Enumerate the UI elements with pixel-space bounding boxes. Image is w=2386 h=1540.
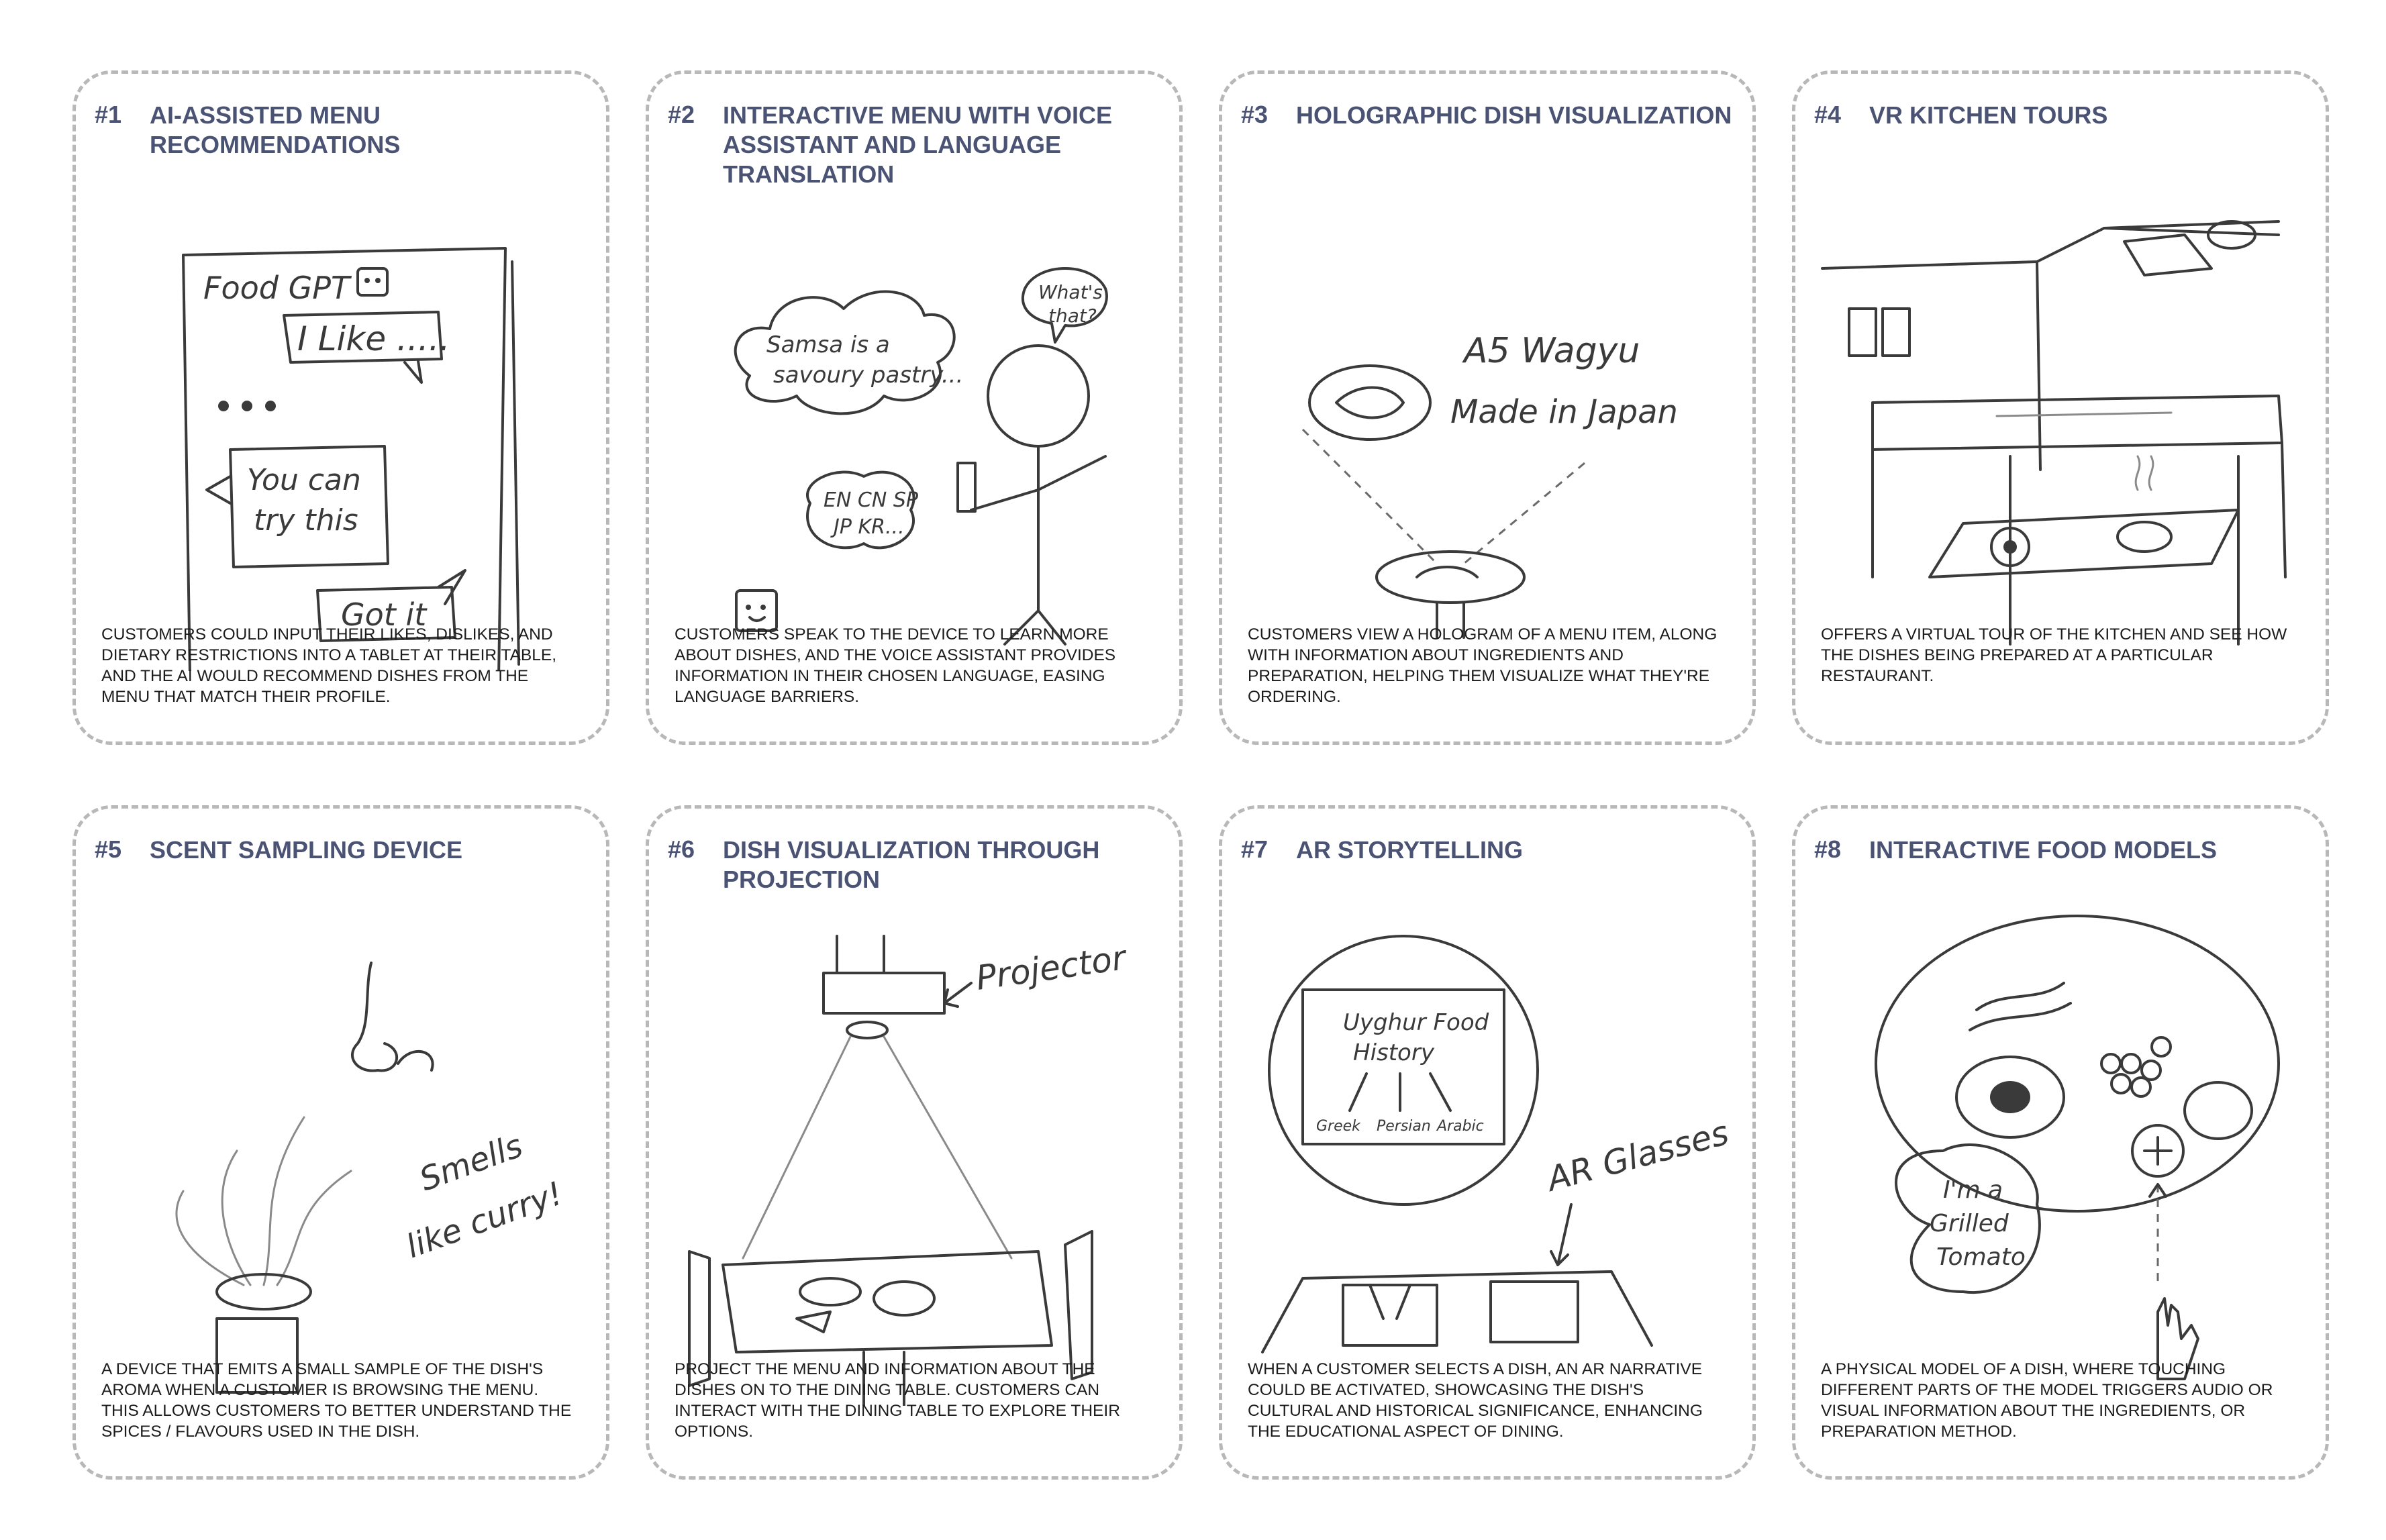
concept-card-3: #3 HOLOGRAPHIC DISH VISUALIZATION A5 Wag… [1219,70,1756,745]
ar-glasses-frame [1261,1270,1653,1353]
sketch-label: Made in Japan [1450,393,1678,431]
nose [350,962,399,1072]
card-number: #5 [95,835,122,863]
sketch-label: Smells [415,1127,528,1198]
concept-card-8: #8 INTERACTIVE FOOD MODELS I'm a Grilled… [1792,805,2329,1480]
card-title: SCENT SAMPLING DEVICE [150,836,463,864]
card-number: #6 [668,835,695,863]
sketch-label: Got it [341,597,428,633]
sketch-label: A5 Wagyu [1462,331,1640,371]
card-description: CUSTOMERS SPEAK TO THE DEVICE TO LEARN M… [675,625,1116,706]
card-title: DISH VISUALIZATION THROUGH PROJECTION [723,836,1100,893]
concept-card-1: #1 AI-ASSISTED MENU RECOMMENDATIONS Food… [72,70,609,745]
sketch-label: I Like ..... [297,319,450,358]
scent-sketch: Smells like curry! [89,909,599,1406]
card-description: CUSTOMERS VIEW A HOLOGRAM OF A MENU ITEM… [1248,625,1718,706]
sketch-label: Tomato [1936,1243,2026,1271]
ar-view-bubble [1268,935,1539,1206]
sketch-label: Food GPT [203,270,352,306]
concept-card-4: #4 VR KITCHEN TOURS OFFERS A VIRTUAL TOU… [1792,70,2329,745]
sketch-label: Greek [1316,1118,1361,1135]
bowl [2207,220,2256,250]
card-title: HOLOGRAPHIC DISH VISUALIZATION [1296,101,1732,129]
tablet-sketch: Food GPT I Like ..... You can try this G… [89,174,599,671]
phone-icon [956,462,977,513]
card-title: INTERACTIVE MENU WITH VOICE ASSISTANT AN… [723,101,1113,188]
sketch-label: Arabic [1436,1118,1484,1135]
plate [1375,550,1526,604]
voice-assistant-sketch: Samsa is a savoury pastry... What's that… [662,174,1173,671]
sketch-label: Grilled [1930,1210,2009,1237]
food-plate [1875,915,2280,1213]
card-number: #8 [1814,835,1842,863]
card-number: #1 [95,101,122,128]
sketch-label: Persian [1377,1118,1431,1135]
card-description: A PHYSICAL MODEL OF A DISH, WHERE TOUCHI… [1821,1360,2273,1441]
hologram-sketch: A5 Wagyu Made in Japan [1236,174,1746,671]
scent-device-top [215,1273,312,1311]
sketch-label: What's [1038,281,1103,303]
robot-icon [356,267,389,297]
concept-card-7: #7 AR STORYTELLING Uyghur Food History G… [1219,805,1756,1480]
robot-icon [735,589,778,632]
card-number: #3 [1241,101,1269,128]
card-description: WHEN A CUSTOMER SELECTS A DISH, AN AR NA… [1248,1360,1703,1441]
projection-sketch: Projector [662,909,1173,1406]
tablet-chat-illustration: Food GPT I Like ..... You can try this G… [182,247,520,671]
sketch-label: JP KR... [830,515,905,539]
grilled-tomato [2131,1124,2185,1178]
food-model-sketch: I'm a Grilled Tomato [1809,909,2319,1406]
sketch-label: EN CN SP [824,489,919,512]
card-title: AR STORYTELLING [1296,836,1524,864]
card-number: #2 [668,101,695,128]
card-description: OFFERS A VIRTUAL TOUR OF THE KITCHEN AND… [1821,625,2287,685]
person-head [987,344,1090,448]
sketch-label: You can [247,463,361,497]
projector [822,972,946,1015]
concept-card-5: #5 SCENT SAMPLING DEVICE Smells like cur… [72,805,609,1480]
ar-sketch: Uyghur Food History Greek Persian Arabic… [1236,909,1746,1406]
sketch-label: AR Glasses [1541,1113,1733,1200]
ar-screen [1301,988,1505,1145]
card-description: CUSTOMERS COULD INPUT THEIR LIKES, DISLI… [101,625,557,706]
stove-top [1928,509,2240,578]
hand-pointer-icon [2156,1297,2199,1380]
card-title: VR KITCHEN TOURS [1869,101,2108,129]
dining-table [722,1250,1053,1353]
sketch-label: try this [254,503,358,537]
sketch-label: that? [1048,305,1097,327]
kitchen-sketch [1809,174,2319,671]
concept-card-2: #2 INTERACTIVE MENU WITH VOICE ASSISTANT… [646,70,1183,745]
bread [2183,1081,2253,1140]
card-number: #7 [1241,835,1269,863]
egg [1955,1056,2065,1139]
concept-card-6: #6 DISH VISUALIZATION THROUGH PROJECTION… [646,805,1183,1480]
glasses-lens-left [1342,1284,1438,1347]
scent-device [215,1317,299,1394]
sketch-label: I'm a [1943,1176,2003,1204]
card-title: AI-ASSISTED MENU RECOMMENDATIONS [150,101,401,158]
sketch-label: Uyghur Food [1343,1009,1489,1036]
dish-hologram [1308,364,1432,441]
card-number: #4 [1814,101,1842,128]
speech-bubble [1895,1143,2041,1294]
glasses-lens-right [1489,1280,1579,1343]
card-title: INTERACTIVE FOOD MODELS [1869,836,2218,864]
sketch-label: Projector [974,938,1130,998]
card-description: A DEVICE THAT EMITS A SMALL SAMPLE OF TH… [101,1360,572,1441]
sketch-label: savoury pastry... [773,362,963,389]
pot [2116,521,2173,553]
sketch-label: History [1353,1039,1435,1066]
sketch-label: Samsa is a [766,331,890,358]
card-description: PROJECT THE MENU AND INFORMATION ABOUT T… [675,1360,1120,1441]
